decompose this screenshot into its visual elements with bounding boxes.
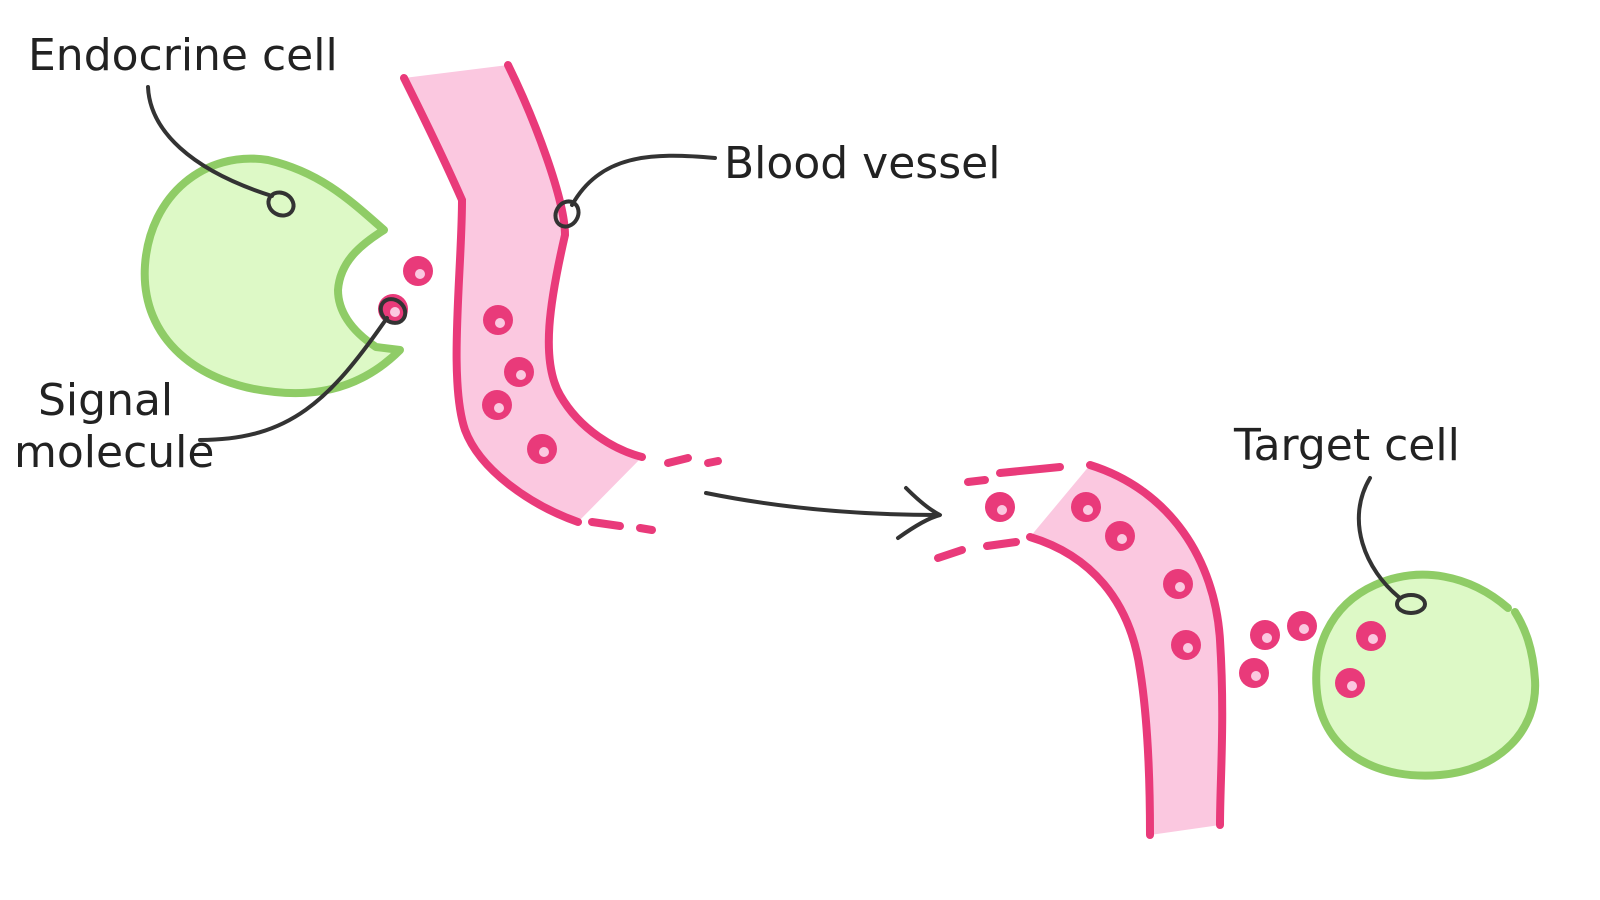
- target-cell-label: Target cell: [1233, 420, 1460, 471]
- blood-vessel-lower-inner-wall: [1026, 533, 1154, 839]
- vessel-break-dash: [964, 476, 989, 486]
- target-cell-pointer: [1395, 593, 1427, 615]
- signal-molecule-label-line1: Signal: [38, 375, 173, 426]
- transport-arrow: [704, 486, 942, 540]
- signal-molecule: [1239, 658, 1269, 688]
- signal-molecule: [1356, 621, 1386, 651]
- blood-vessel-upper-fill: [404, 65, 642, 522]
- signal-molecule: [1163, 569, 1193, 599]
- signal-molecule: [482, 390, 512, 420]
- blood-vessel-upper-left-wall: [400, 74, 582, 526]
- signal-molecule: [1171, 630, 1201, 660]
- signal-molecule: [504, 357, 534, 387]
- signal-molecule: [1250, 620, 1280, 650]
- signal-molecule: [1287, 611, 1317, 641]
- endocrine-cell-pointer: [266, 190, 296, 218]
- blood-vessel-leader: [570, 153, 717, 207]
- signal-molecule: [1071, 492, 1101, 522]
- signal-molecule-leader: [198, 316, 389, 442]
- vessel-break-dash: [996, 463, 1064, 477]
- signal-molecule: [527, 434, 557, 464]
- signal-molecules: [378, 256, 1386, 698]
- blood-vessel-pointer: [553, 199, 581, 229]
- endocrine-cell: [140, 154, 404, 398]
- vessel-break-dash: [664, 454, 692, 467]
- blood-vessel-lower: [934, 461, 1227, 839]
- transport-arrow-shaft: [704, 491, 940, 517]
- signal-molecule: [483, 305, 513, 335]
- vessel-break-dash: [636, 524, 656, 534]
- signal-molecule: [403, 256, 433, 286]
- signal-molecule: [1335, 668, 1365, 698]
- vessel-break-dash: [934, 546, 966, 562]
- endocrine-cell-leader: [146, 85, 274, 198]
- transport-arrow-head: [896, 486, 942, 540]
- signal-molecule-pointer: [378, 297, 408, 325]
- signal-molecule: [985, 492, 1015, 522]
- vessel-break-dash: [704, 457, 722, 467]
- blood-vessel-upper-right-wall: [504, 61, 646, 461]
- blood-vessel-lower-outer-wall: [1086, 461, 1227, 829]
- endocrine-cell-label: Endocrine cell: [28, 30, 338, 81]
- vessel-break-dash: [588, 518, 624, 530]
- vessel-break-dash: [983, 538, 1020, 550]
- leader-lines: [146, 85, 1427, 615]
- target-cell-leader: [1356, 476, 1402, 600]
- blood-vessel-upper: [400, 61, 722, 534]
- signal-molecule-label-line2: molecule: [14, 427, 214, 478]
- signal-molecule: [1105, 521, 1135, 551]
- blood-vessel-label: Blood vessel: [724, 138, 1000, 189]
